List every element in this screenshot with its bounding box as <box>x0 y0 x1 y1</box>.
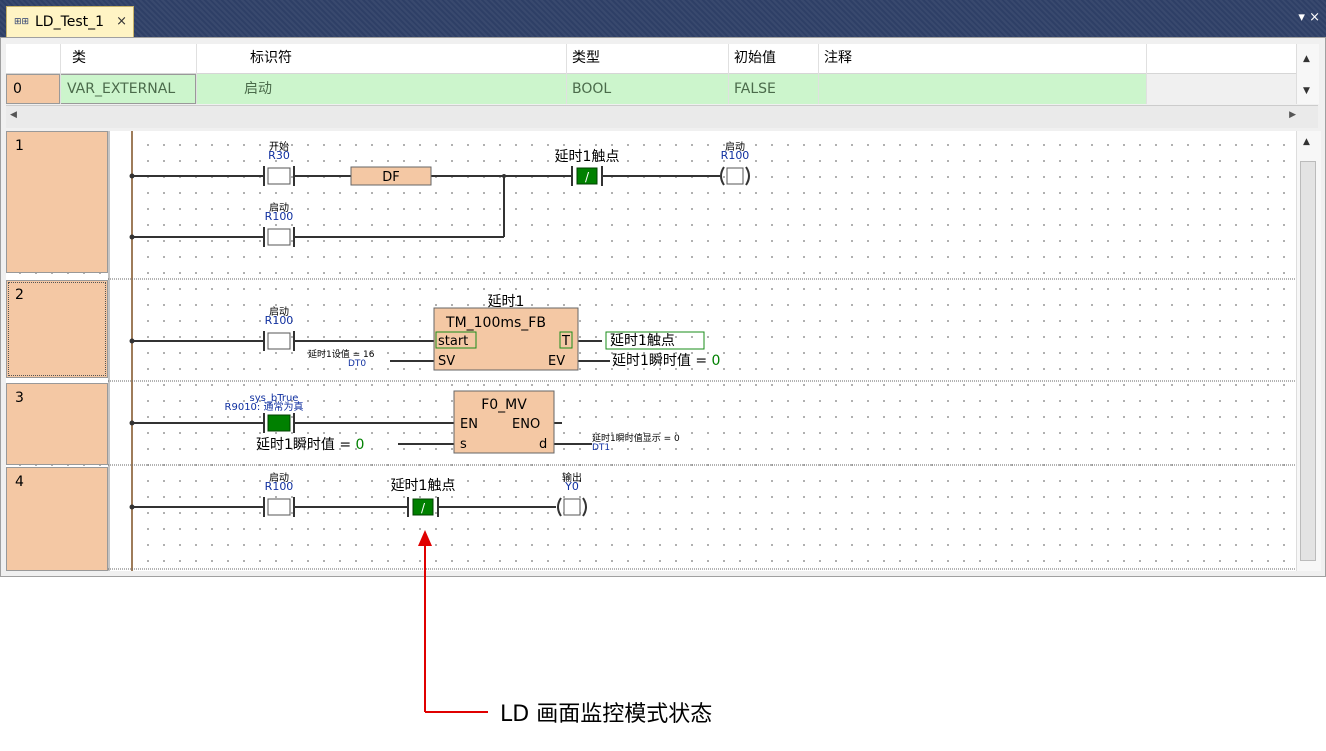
svg-text:SV: SV <box>438 354 455 369</box>
tab-ld-test-1[interactable]: ⊞⊞ LD_Test_1 × <box>6 6 134 37</box>
col-identifier-header[interactable]: 标识符 <box>250 50 292 66</box>
identifier-value[interactable]: 启动 <box>244 81 272 97</box>
network-1-rung <box>129 173 720 240</box>
svg-text:DF: DF <box>382 170 400 185</box>
svg-text:start: start <box>438 334 468 349</box>
tab-close-icon[interactable]: × <box>116 14 127 29</box>
class-value: VAR_EXTERNAL <box>67 81 176 97</box>
ladder-diagram-icon: ⊞⊞ <box>14 17 30 27</box>
timer-preset-address: DT0 <box>348 359 366 369</box>
move-source-input[interactable]: 延时1瞬时值 = 0 <box>256 437 364 453</box>
svg-text:R9010: 通常为真: R9010: 通常为真 <box>225 400 304 413</box>
col-initial-header[interactable]: 初始值 <box>734 50 776 66</box>
table-row[interactable]: 0 VAR_EXTERNAL 启动 BOOL FALSE <box>6 74 1296 104</box>
timer-contact-output[interactable]: 延时1触点 <box>610 333 675 349</box>
svg-text:EV: EV <box>548 354 565 369</box>
contact-start-r30[interactable]: 开始 R30 <box>263 140 295 186</box>
svg-text:R30: R30 <box>268 149 290 162</box>
row-body <box>196 74 1146 104</box>
svg-text:sys_bTrue: sys_bTrue <box>250 393 299 404</box>
df-instruction[interactable]: DF <box>350 166 432 186</box>
contact-sys-btrue[interactable]: sys_bTrue R9010: 通常为真 <box>225 393 304 433</box>
row-index-cell[interactable]: 0 <box>6 74 60 104</box>
svg-text:Y0: Y0 <box>564 480 579 493</box>
svg-text:启动: 启动 <box>269 201 289 214</box>
tab-bar: ⊞⊞ LD_Test_1 × ▾ × <box>0 0 1326 37</box>
type-value[interactable]: BOOL <box>572 81 612 97</box>
svg-text:T: T <box>561 334 570 349</box>
scroll-up-icon[interactable]: ▲ <box>1303 137 1310 147</box>
svg-text:s: s <box>460 437 467 452</box>
svg-text:R100: R100 <box>721 149 750 162</box>
col-type-header[interactable]: 类型 <box>572 50 600 66</box>
contact-start-r100-n2[interactable]: 启动 R100 <box>263 305 295 351</box>
network-2-rung <box>129 338 610 362</box>
contact-start-r100-n1[interactable]: 启动 R100 <box>263 201 295 247</box>
annotation-label: LD 画面监控模式状态 <box>500 702 713 727</box>
move-function-block[interactable]: F0_MV EN ENO s d <box>453 390 555 454</box>
svg-text:d: d <box>539 437 547 452</box>
col-class-header[interactable]: 类 <box>72 50 86 66</box>
svg-text:开始: 开始 <box>269 140 289 153</box>
network-4-rung <box>129 504 556 510</box>
row-index: 0 <box>13 81 22 97</box>
coil-start-r100[interactable]: 启动 R100 <box>720 140 750 186</box>
tab-title: LD_Test_1 <box>35 14 105 30</box>
svg-text:启动: 启动 <box>269 471 289 484</box>
network-3-rung <box>129 420 592 445</box>
scroll-left-icon[interactable]: ◀ <box>10 110 17 120</box>
svg-text:延时1: 延时1 <box>488 294 525 310</box>
svg-text:R100: R100 <box>265 314 294 327</box>
initial-value[interactable]: FALSE <box>734 81 776 97</box>
svg-text:TM_100ms_FB: TM_100ms_FB <box>445 315 546 331</box>
scroll-up-icon[interactable]: ▲ <box>1303 54 1310 64</box>
timer-elapsed-output[interactable]: 延时1瞬时值 = 0 <box>612 353 720 369</box>
svg-text:输出: 输出 <box>562 471 582 484</box>
timer-function-block[interactable]: 延时1 TM_100ms_FB start SV T EV <box>433 294 579 371</box>
network-number-3[interactable]: 3 <box>6 383 108 465</box>
move-dest-address: DT1 <box>592 443 610 453</box>
close-icon[interactable]: × <box>1309 10 1320 25</box>
window-buttons: ▾ × <box>1298 10 1320 25</box>
table-header-row: 类 标识符 类型 初始值 注释 <box>6 44 1296 74</box>
ladder-canvas: 开始 R30 DF 启动 R100 延时1触点 / 启动 R100 <box>108 131 1296 571</box>
network-number-1[interactable]: 1 <box>6 131 108 273</box>
ladder-editor[interactable]: 1 2 3 4 开始 R30 <box>6 131 1296 571</box>
svg-text:延时1触点: 延时1触点 <box>555 149 620 165</box>
move-dest-output[interactable]: 延时1瞬时值显示 = 0 <box>592 432 680 444</box>
dropdown-icon[interactable]: ▾ <box>1298 10 1305 25</box>
svg-text:延时1触点: 延时1触点 <box>391 478 456 494</box>
col-comment-header[interactable]: 注释 <box>824 50 852 66</box>
table-vertical-scrollbar[interactable]: ▲ ▼ <box>1296 44 1319 104</box>
contact-start-r100-n4[interactable]: 启动 R100 <box>263 471 295 517</box>
svg-text:/: / <box>421 501 426 515</box>
svg-text:ENO: ENO <box>512 417 540 432</box>
svg-text:EN: EN <box>460 417 478 432</box>
svg-text:/: / <box>585 170 590 184</box>
network-number-2[interactable]: 2 <box>6 280 108 378</box>
scroll-thumb[interactable] <box>1300 161 1316 561</box>
svg-text:R100: R100 <box>265 480 294 493</box>
ladder-vertical-scrollbar[interactable]: ▲ <box>1296 131 1321 571</box>
svg-text:启动: 启动 <box>269 305 289 318</box>
network-number-4[interactable]: 4 <box>6 467 108 571</box>
contact-timer-nc-n1[interactable]: 延时1触点 / <box>555 149 620 186</box>
table-horizontal-scrollbar[interactable]: ◀ ▶ <box>6 105 1318 128</box>
contact-timer-nc-n4[interactable]: 延时1触点 / <box>391 478 456 517</box>
svg-text:F0_MV: F0_MV <box>481 397 527 413</box>
coil-output-y0[interactable]: 输出 Y0 <box>557 471 587 517</box>
timer-preset-label: 延时1设值 = 16 <box>308 348 375 360</box>
svg-text:启动: 启动 <box>725 140 745 153</box>
scroll-right-icon[interactable]: ▶ <box>1289 110 1296 120</box>
scroll-down-icon[interactable]: ▼ <box>1303 86 1310 96</box>
svg-text:R100: R100 <box>265 210 294 223</box>
output-highlight <box>605 331 705 350</box>
